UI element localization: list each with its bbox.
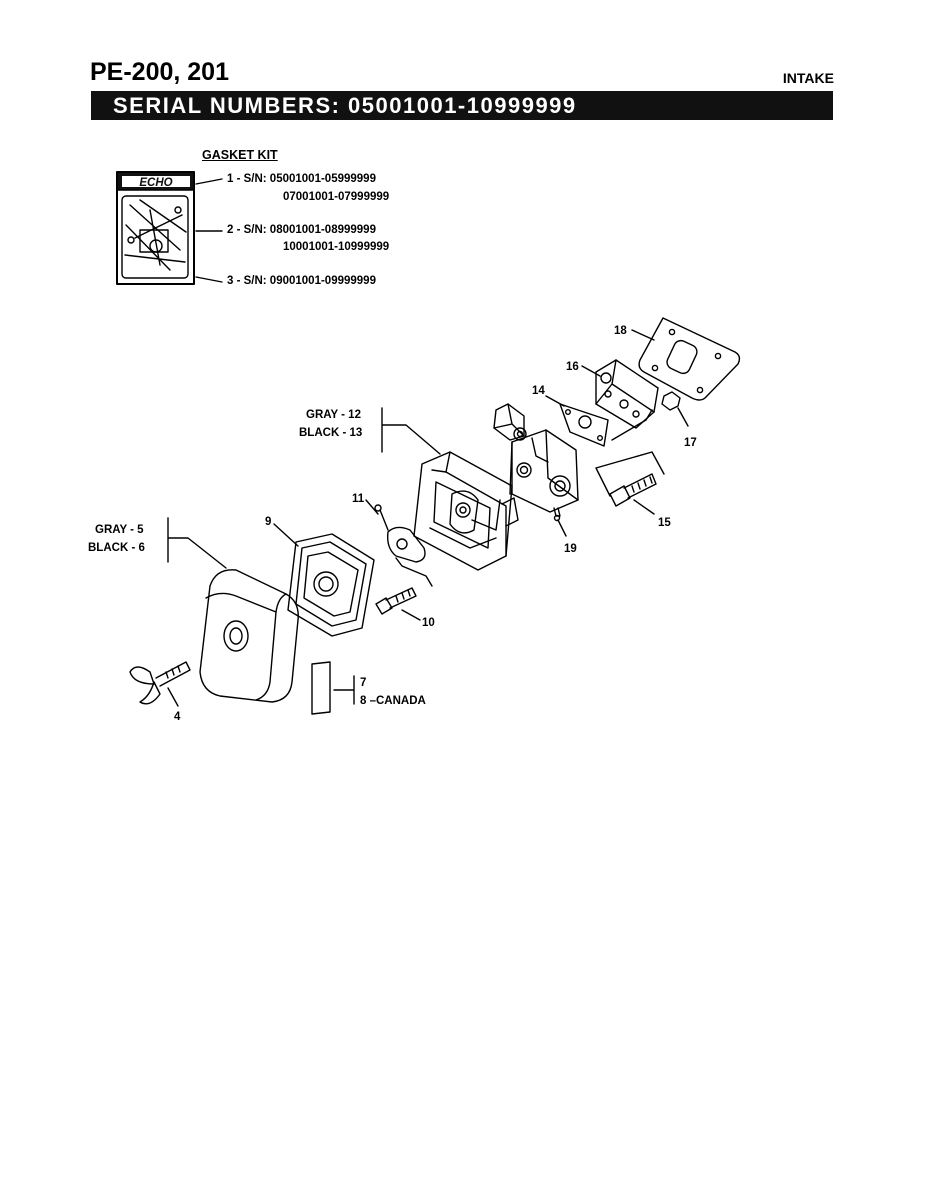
part-18-gasket xyxy=(638,317,741,401)
part-17-nut xyxy=(661,391,681,411)
gasket-kit-line-2: 2 - S/N: 08001001-08999999 xyxy=(227,224,376,236)
callout-6: BLACK - 6 xyxy=(88,542,145,554)
part-16-insulator xyxy=(595,359,659,429)
callout-12: GRAY - 12 xyxy=(306,409,361,421)
echo-logo-text: ECHO xyxy=(139,177,172,189)
callout-14: 14 xyxy=(532,385,545,397)
model-title: PE-200, 201 xyxy=(90,58,229,86)
callout-15: 15 xyxy=(658,517,671,529)
section-title: INTAKE xyxy=(782,70,834,86)
callout-11: 11 xyxy=(352,493,365,505)
gasket-kit-line-1: 1 - S/N: 05001001-05999999 xyxy=(227,173,376,185)
part-10-screw xyxy=(375,587,417,615)
part-14-gasket xyxy=(559,403,609,447)
part-4-wing-bolt xyxy=(129,661,191,705)
callout-18: 18 xyxy=(614,325,627,337)
callout-19: 19 xyxy=(564,543,577,555)
serial-banner: SERIAL NUMBERS: 05001001-10999999 xyxy=(91,91,833,120)
callout-4: 4 xyxy=(174,711,181,723)
gasket-kit-line-1b: 07001001-07999999 xyxy=(283,191,390,203)
callout-7: 7 xyxy=(360,677,366,689)
gasket-kit-title: GASKET KIT xyxy=(202,148,278,162)
part-19-carburetor xyxy=(493,403,579,522)
callout-13: BLACK - 13 xyxy=(299,427,362,439)
callout-17: 17 xyxy=(684,437,697,449)
serial-banner-text: SERIAL NUMBERS: 05001001-10999999 xyxy=(113,93,577,118)
part-7-label xyxy=(311,661,331,715)
gasket-kit-line-2b: 10001001-10999999 xyxy=(283,241,390,253)
part-15-bolt xyxy=(609,473,657,507)
part-9-filter xyxy=(287,533,375,637)
gasket-kit-line-3: 3 - S/N: 09001001-09999999 xyxy=(227,275,376,287)
callout-9: 9 xyxy=(265,516,271,528)
part-11-choke xyxy=(374,504,426,563)
part-5-air-cleaner-cover xyxy=(199,569,299,703)
part-12-air-cleaner-case xyxy=(413,451,519,571)
callout-8: 8 –CANADA xyxy=(360,695,426,707)
callout-10: 10 xyxy=(422,617,435,629)
callout-16: 16 xyxy=(566,361,579,373)
callout-5: GRAY - 5 xyxy=(95,524,144,536)
